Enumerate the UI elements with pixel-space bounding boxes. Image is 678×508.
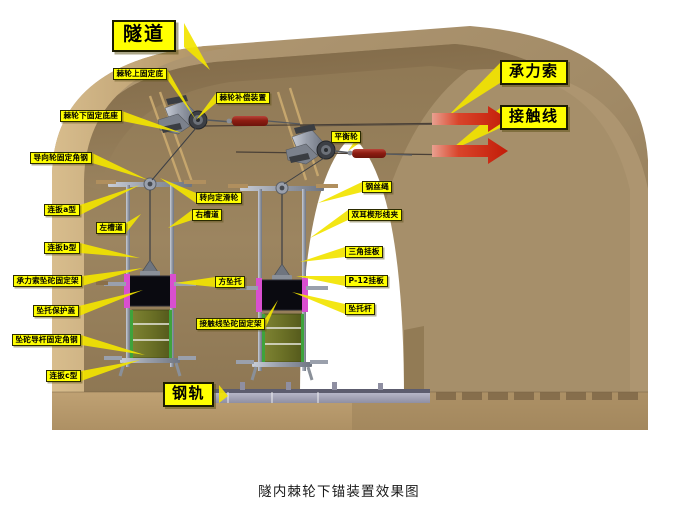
tunnel-far-opening [300,136,404,400]
label-link-plate-b: 连扳b型 [44,242,81,254]
leader-contact-weight-frame [265,300,278,329]
ratchet-assembly-right [285,124,413,165]
label-link-plate-a: 连扳a型 [44,204,80,216]
leader-link-plate-c [81,360,140,381]
figure-caption: 隧内棘轮下锚装置效果图 [258,484,420,500]
label-catenary-weight-frame: 承力索坠砣固定架 [13,275,83,287]
leader-catenary-wire [448,63,500,116]
leader-square-weight-holder [175,277,215,287]
leader-steel-wire-rope [318,182,362,203]
label-weight-rod-angle: 坠砣导杆固定角钢 [12,334,82,346]
tunnel-floor-right [352,392,648,430]
label-catenary-wire: 承力索 [500,60,568,85]
leader-ratchet-comp-device [196,93,216,120]
label-ratchet-lower-base: 棘轮下固定底座 [60,110,122,122]
leader-wedge-clamp [310,210,348,238]
wire-right-descend [283,157,325,185]
label-left-channel: 左槽道 [96,222,127,234]
leader-weight-rod [292,292,345,314]
label-p12-plate: P-12挂板 [345,275,388,287]
label-right-channel: 右槽道 [192,209,223,221]
leader-link-plate-a [80,185,140,215]
arrow-catenary [432,106,508,132]
leader-right-channel [168,210,192,228]
label-link-plate-c: 连扳c型 [46,370,82,382]
railway-track [186,382,638,403]
leader-left-channel [126,214,141,233]
label-contact-weight-frame: 接触线坠砣固定架 [196,318,266,330]
label-steel-rail: 钢轨 [163,382,215,407]
label-ratchet-comp-device: 棘轮补偿装置 [216,92,270,104]
label-tunnel: 隧道 [112,20,177,52]
label-weight-rod: 坠托杆 [345,303,376,315]
arrow-contact [432,138,508,164]
label-contact-wire: 接触线 [500,105,568,130]
leader-link-plate-b [80,243,140,258]
leader-catenary-weight-frame [82,268,143,286]
leader-guide-wheel-angle [92,153,148,180]
leader-triangle-plate [300,247,345,262]
label-weight-cover: 坠托保护盖 [33,305,79,317]
leader-ratchet-lower-base [122,111,182,133]
label-turning-pulley: 转向定滑轮 [196,192,242,204]
leader-steel-rail [219,385,228,403]
wire-left-descend [151,127,197,181]
leader-p12-plate [296,276,345,286]
tunnel-ceiling-band [74,44,608,190]
leader-ratchet-upper-base [167,69,196,120]
leader-weight-cover [79,290,143,316]
label-wedge-clamp: 双耳楔形线夹 [348,209,402,221]
weight-assembly-right [228,181,338,381]
tunnel-column [404,326,424,392]
leader-turning-pulley [160,178,196,203]
label-ratchet-upper-base: 棘轮上固定底 [113,68,167,80]
direction-arrows [432,106,508,164]
leader-tunnel [184,23,210,70]
label-triangle-plate: 三角挂板 [345,246,384,258]
label-square-weight-holder: 方坠托 [215,276,246,288]
label-balance-wheel: 平衡轮 [331,131,362,143]
label-steel-wire-rope: 钢丝绳 [362,181,393,193]
label-guide-wheel-angle: 导向轮固定角钢 [30,152,92,164]
leader-weight-rod-angle [81,335,145,355]
leader-lines [79,23,500,403]
